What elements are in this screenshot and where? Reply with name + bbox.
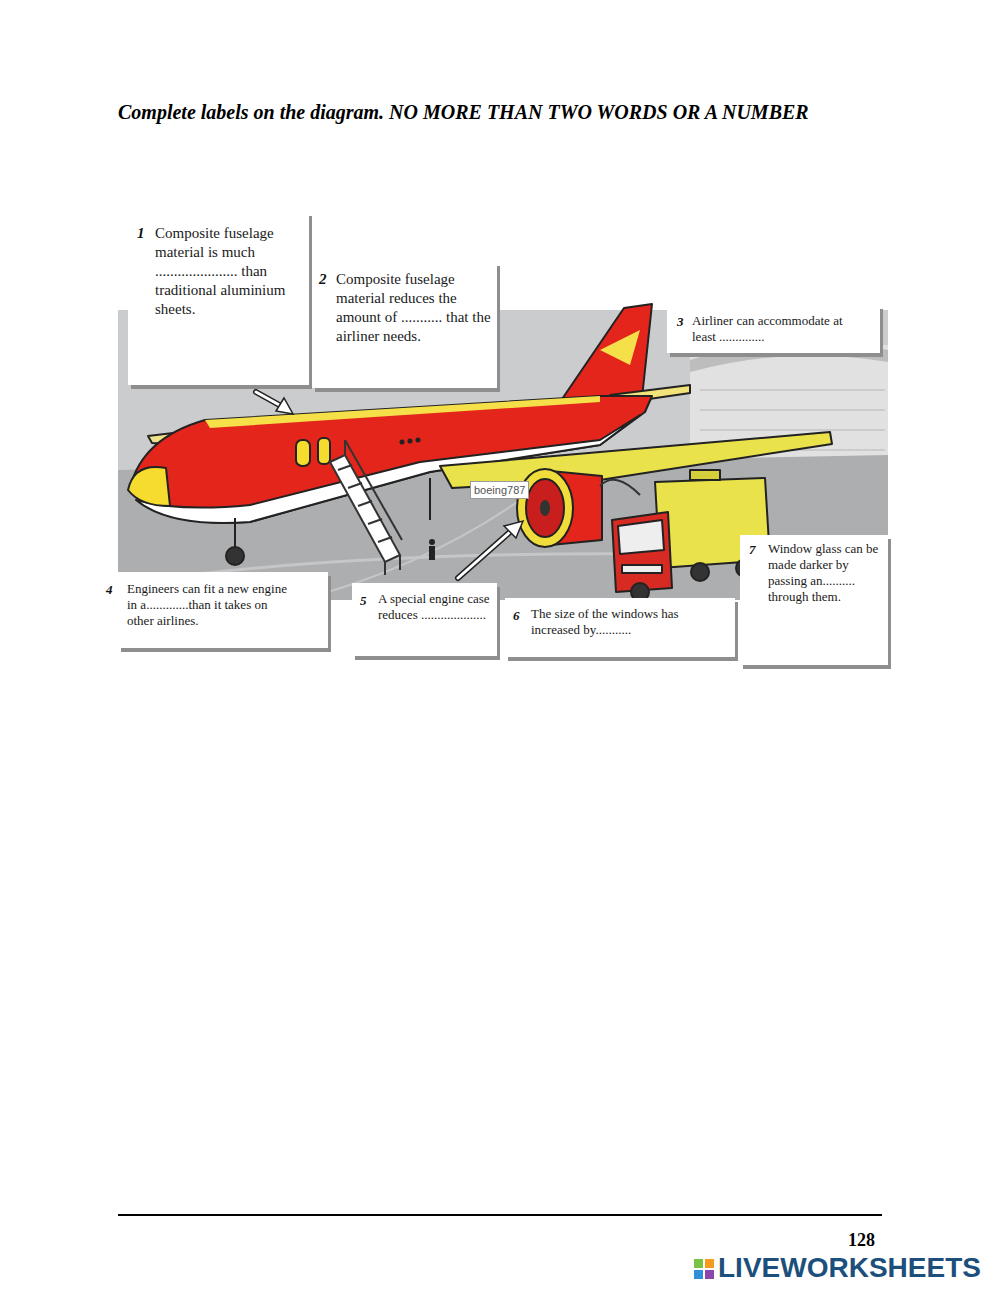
callout-number: 6 bbox=[513, 608, 520, 624]
callout-text: Airliner can accommodate at least ......… bbox=[692, 313, 867, 345]
callout-number: 5 bbox=[360, 593, 367, 609]
callout-box: 6 The size of the windows has increased b… bbox=[505, 598, 735, 657]
callout-box: 2 Composite fuselage material reduces the… bbox=[312, 262, 497, 388]
callout-box: 1 Composite fuselage material is much ...… bbox=[128, 212, 309, 385]
fuselage-stripe bbox=[205, 396, 600, 428]
callout-number: 3 bbox=[677, 314, 684, 330]
engine-spinner bbox=[540, 500, 550, 516]
footer-rule bbox=[118, 1214, 882, 1216]
tank-hatch bbox=[690, 470, 720, 480]
callout-box: 5 A special engine case reduces .........… bbox=[352, 583, 497, 656]
near-wing bbox=[440, 432, 832, 488]
fuel-tank bbox=[655, 478, 770, 568]
callout-arrow bbox=[256, 392, 293, 414]
callout-box: 4Engineers can fit a new engine in a....… bbox=[118, 572, 328, 648]
person bbox=[429, 539, 435, 560]
callout-text: Engineers can fit a new engine in a.....… bbox=[127, 581, 287, 629]
cabin-windows bbox=[400, 438, 421, 445]
callout-text: Window glass can be made darker by passi… bbox=[768, 541, 882, 605]
truck-grille bbox=[622, 565, 662, 573]
callout-number: 1 bbox=[137, 224, 145, 243]
model-name: boeing787 bbox=[474, 483, 525, 497]
fuel-hose bbox=[600, 480, 640, 495]
worksheet-title: Complete labels on the diagram. NO MORE … bbox=[118, 98, 878, 127]
callout-text: A special engine case reduces ..........… bbox=[378, 591, 490, 623]
truck-cab bbox=[612, 512, 672, 592]
callout-box: 3 Airliner can accommodate at least .....… bbox=[667, 305, 880, 353]
landing-gear bbox=[234, 518, 236, 548]
callout-text: Composite fuselage material reduces the … bbox=[336, 270, 491, 346]
callout-number: 7 bbox=[749, 542, 756, 558]
page-number: 128 bbox=[848, 1230, 875, 1251]
callout-box: 7 Window glass can be made darker by pass… bbox=[740, 535, 888, 665]
cabin-door bbox=[318, 438, 330, 464]
watermark-logo bbox=[694, 1259, 714, 1279]
callout-text: Composite fuselage material is much ....… bbox=[155, 224, 303, 319]
wheel bbox=[691, 563, 709, 581]
nose-cone bbox=[128, 467, 170, 506]
cabin-door bbox=[296, 440, 310, 466]
landing-gear bbox=[429, 478, 431, 520]
callout-arrow bbox=[458, 521, 523, 578]
wheel bbox=[226, 547, 244, 565]
watermark: LIVEWORKSHEETS bbox=[718, 1252, 981, 1284]
callout-number: 4 bbox=[106, 582, 113, 598]
callout-text: The size of the windows has increased by… bbox=[531, 606, 716, 638]
tail-stripe bbox=[600, 330, 640, 365]
tail-fin bbox=[560, 304, 652, 402]
callout-number: 2 bbox=[319, 270, 327, 289]
boarding-stairs bbox=[330, 440, 402, 575]
engine-tag: boeing787 bbox=[470, 481, 529, 499]
truck-windscreen bbox=[618, 520, 664, 554]
engine-fan bbox=[526, 479, 564, 537]
